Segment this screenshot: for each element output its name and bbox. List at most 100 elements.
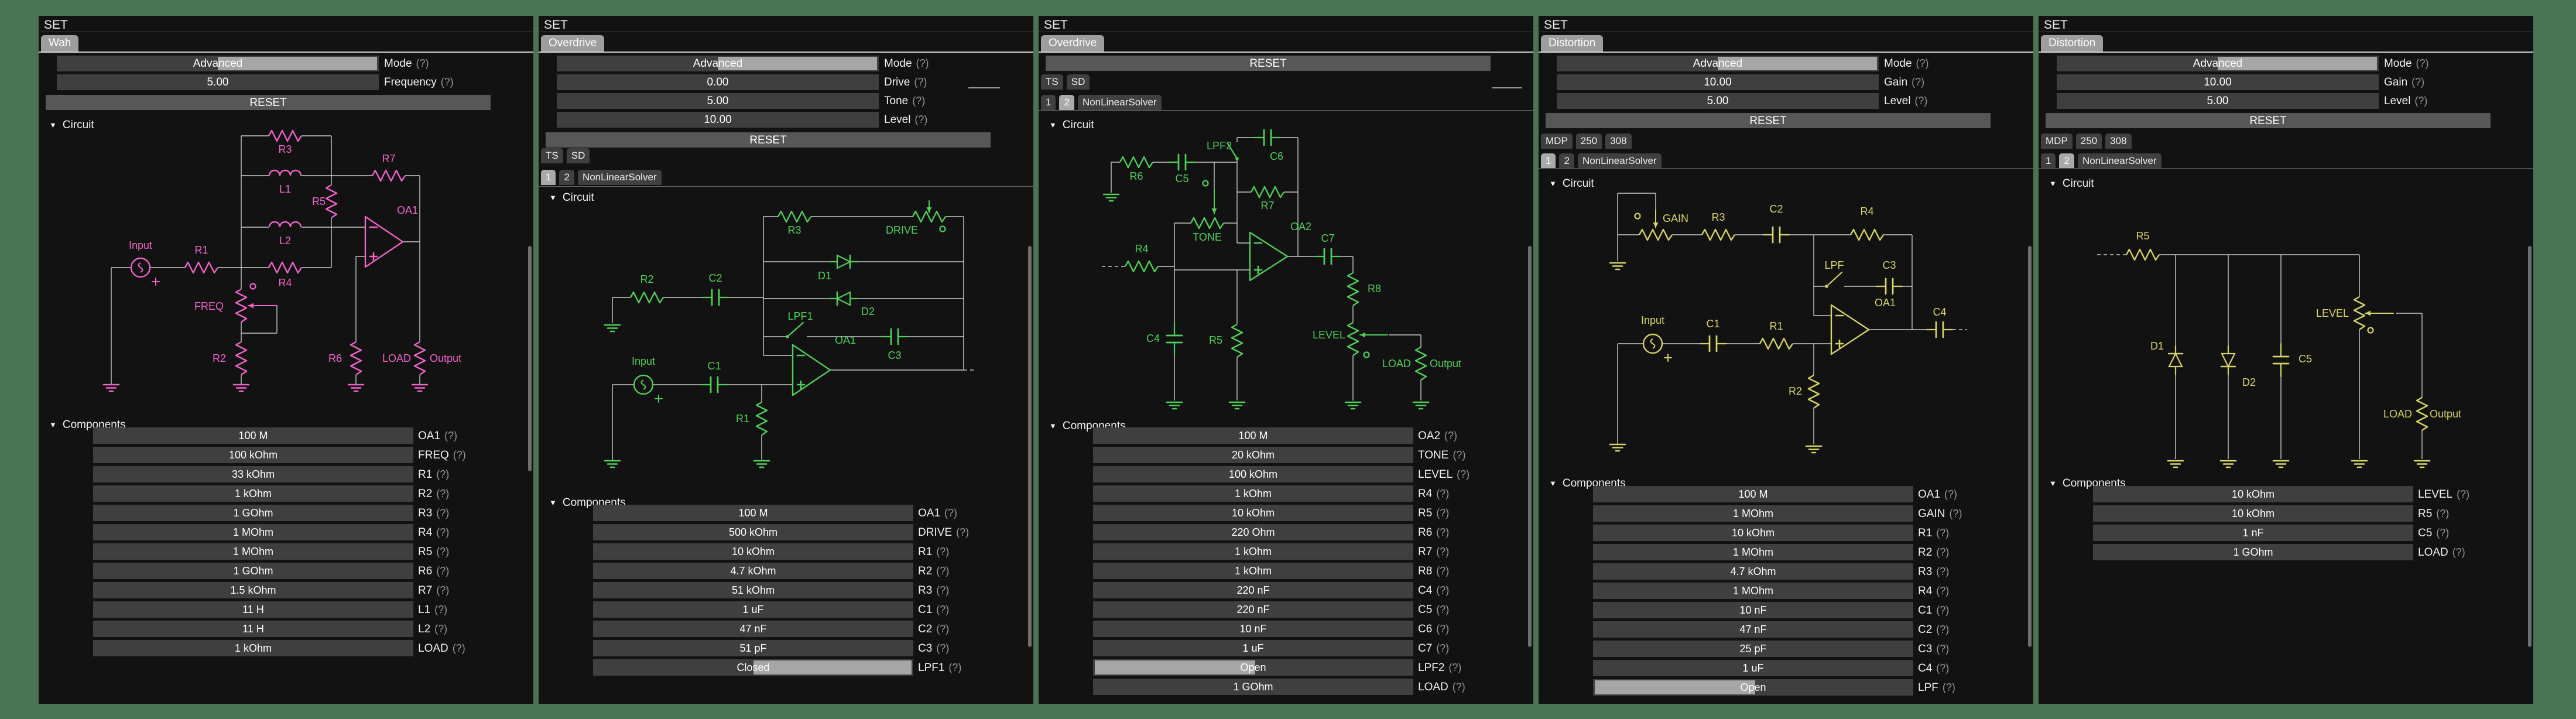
slider-frequency[interactable]: 5.00: [57, 74, 379, 90]
component-value-r1[interactable]: 10 kOhm: [593, 543, 913, 560]
help-icon[interactable]: (?): [936, 604, 949, 615]
help-icon[interactable]: (?): [936, 623, 949, 635]
help-icon[interactable]: (?): [1936, 527, 1949, 539]
scrollbar-thumb[interactable]: [2028, 246, 2032, 647]
help-icon[interactable]: (?): [956, 526, 969, 538]
reset-button[interactable]: RESET: [1046, 56, 1491, 71]
help-icon[interactable]: (?): [1436, 642, 1449, 654]
help-icon[interactable]: (?): [444, 430, 457, 441]
slider-mode[interactable]: Advanced: [1557, 56, 1879, 71]
slider-level[interactable]: 10.00: [557, 112, 879, 128]
help-icon[interactable]: (?): [1936, 624, 1949, 635]
component-value-r3[interactable]: 4.7 kOhm: [1593, 563, 1913, 580]
component-value-r1[interactable]: 33 kOhm: [93, 466, 413, 482]
help-icon[interactable]: (?): [434, 623, 447, 635]
component-value-r2[interactable]: 1 kOhm: [93, 485, 413, 502]
tab-distortion-1[interactable]: Distortion: [1541, 35, 1603, 52]
help-icon[interactable]: (?): [436, 507, 449, 519]
tab-ts[interactable]: TS: [541, 148, 563, 163]
solver-tab-2[interactable]: 2: [1059, 95, 1074, 110]
help-icon[interactable]: (?): [2457, 488, 2469, 500]
tab-wah[interactable]: Wah: [41, 35, 78, 52]
help-icon[interactable]: (?): [1949, 508, 1962, 519]
component-value-lpf2[interactable]: Open: [1093, 659, 1413, 676]
component-value-gain[interactable]: 1 MOhm: [1593, 505, 1913, 522]
help-icon[interactable]: (?): [1436, 604, 1449, 615]
tab-308[interactable]: 308: [1605, 133, 1631, 149]
component-value-freq[interactable]: 100 kOhm: [93, 447, 413, 463]
tab-250[interactable]: 250: [2076, 133, 2102, 149]
component-value-c1[interactable]: 1 uF: [593, 601, 913, 618]
help-icon[interactable]: (?): [2436, 527, 2449, 539]
component-value-c2[interactable]: 47 nF: [593, 621, 913, 637]
component-value-level[interactable]: 100 kOhm: [1093, 466, 1413, 482]
help-icon[interactable]: (?): [436, 546, 449, 557]
tab-overdrive-2[interactable]: Overdrive: [1041, 35, 1104, 52]
solver-tab-1[interactable]: 1: [541, 170, 556, 185]
help-icon[interactable]: (?): [436, 468, 449, 480]
tab-mdp[interactable]: MDP: [2041, 133, 2073, 149]
component-value-r5[interactable]: 10 kOhm: [1093, 505, 1413, 521]
reset-button[interactable]: RESET: [546, 132, 991, 148]
scrollbar-thumb[interactable]: [528, 246, 532, 471]
component-value-lpf[interactable]: Open: [1593, 679, 1913, 696]
help-icon[interactable]: (?): [416, 57, 429, 69]
help-icon[interactable]: (?): [436, 584, 449, 596]
help-icon[interactable]: (?): [1448, 662, 1461, 673]
help-icon[interactable]: (?): [2414, 95, 2427, 107]
component-value-c5[interactable]: 1 nF: [2093, 525, 2413, 541]
component-value-oa1[interactable]: 100 M: [1593, 486, 1913, 502]
help-icon[interactable]: (?): [1436, 584, 1449, 596]
help-icon[interactable]: (?): [1936, 585, 1949, 597]
help-icon[interactable]: (?): [1912, 76, 1924, 88]
help-icon[interactable]: (?): [936, 565, 949, 577]
tab-sd[interactable]: SD: [1067, 74, 1090, 90]
help-icon[interactable]: (?): [948, 662, 961, 673]
component-value-l2[interactable]: 11 H: [93, 621, 413, 637]
help-icon[interactable]: (?): [2416, 57, 2429, 69]
help-icon[interactable]: (?): [1457, 468, 1469, 480]
help-icon[interactable]: (?): [2436, 508, 2449, 519]
help-icon[interactable]: (?): [1914, 95, 1927, 107]
help-icon[interactable]: (?): [912, 95, 925, 107]
component-value-c3[interactable]: 51 pF: [593, 640, 913, 656]
help-icon[interactable]: (?): [436, 526, 449, 538]
help-icon[interactable]: (?): [1436, 546, 1449, 557]
component-value-r3[interactable]: 1 GOhm: [93, 505, 413, 521]
component-value-drive[interactable]: 500 kOhm: [593, 524, 913, 540]
help-icon[interactable]: (?): [944, 507, 957, 519]
tab-308[interactable]: 308: [2105, 133, 2131, 149]
slider-tone[interactable]: 5.00: [557, 93, 879, 109]
help-icon[interactable]: (?): [914, 114, 927, 125]
component-value-load[interactable]: 1 GOhm: [1093, 679, 1413, 695]
component-value-level[interactable]: 10 kOhm: [2093, 486, 2413, 502]
circuit-section-header[interactable]: ▼Circuit: [1049, 119, 1094, 132]
help-icon[interactable]: (?): [436, 565, 449, 577]
component-value-oa2[interactable]: 100 M: [1093, 427, 1413, 444]
help-icon[interactable]: (?): [1453, 681, 1465, 693]
help-icon[interactable]: (?): [1936, 566, 1949, 577]
help-icon[interactable]: (?): [1453, 449, 1465, 461]
tab-distortion-2[interactable]: Distortion: [2041, 35, 2103, 52]
component-value-oa1[interactable]: 100 M: [93, 427, 413, 444]
component-value-tone[interactable]: 20 kOhm: [1093, 447, 1413, 463]
component-value-c4[interactable]: 220 nF: [1093, 582, 1413, 598]
component-value-r4[interactable]: 1 kOhm: [1093, 485, 1413, 502]
tab-overdrive-1[interactable]: Overdrive: [541, 35, 604, 52]
help-icon[interactable]: (?): [2452, 546, 2465, 558]
tab-sd[interactable]: SD: [567, 148, 590, 163]
help-icon[interactable]: (?): [1936, 546, 1949, 558]
component-value-load[interactable]: 1 GOhm: [2093, 544, 2413, 560]
component-value-r8[interactable]: 1 kOhm: [1093, 563, 1413, 579]
circuit-section-header[interactable]: ▼Circuit: [1549, 177, 1594, 190]
component-value-r1[interactable]: 10 kOhm: [1593, 525, 1913, 541]
component-value-c3[interactable]: 25 pF: [1593, 641, 1913, 657]
slider-gain[interactable]: 10.00: [2057, 74, 2379, 90]
circuit-section-header[interactable]: ▼Circuit: [49, 119, 94, 132]
help-icon[interactable]: (?): [1436, 488, 1449, 499]
tab-250[interactable]: 250: [1576, 133, 1602, 149]
help-icon[interactable]: (?): [1436, 623, 1449, 635]
solver-tab-2[interactable]: 2: [1559, 153, 1574, 169]
help-icon[interactable]: (?): [441, 76, 454, 88]
component-value-c5[interactable]: 220 nF: [1093, 601, 1413, 618]
